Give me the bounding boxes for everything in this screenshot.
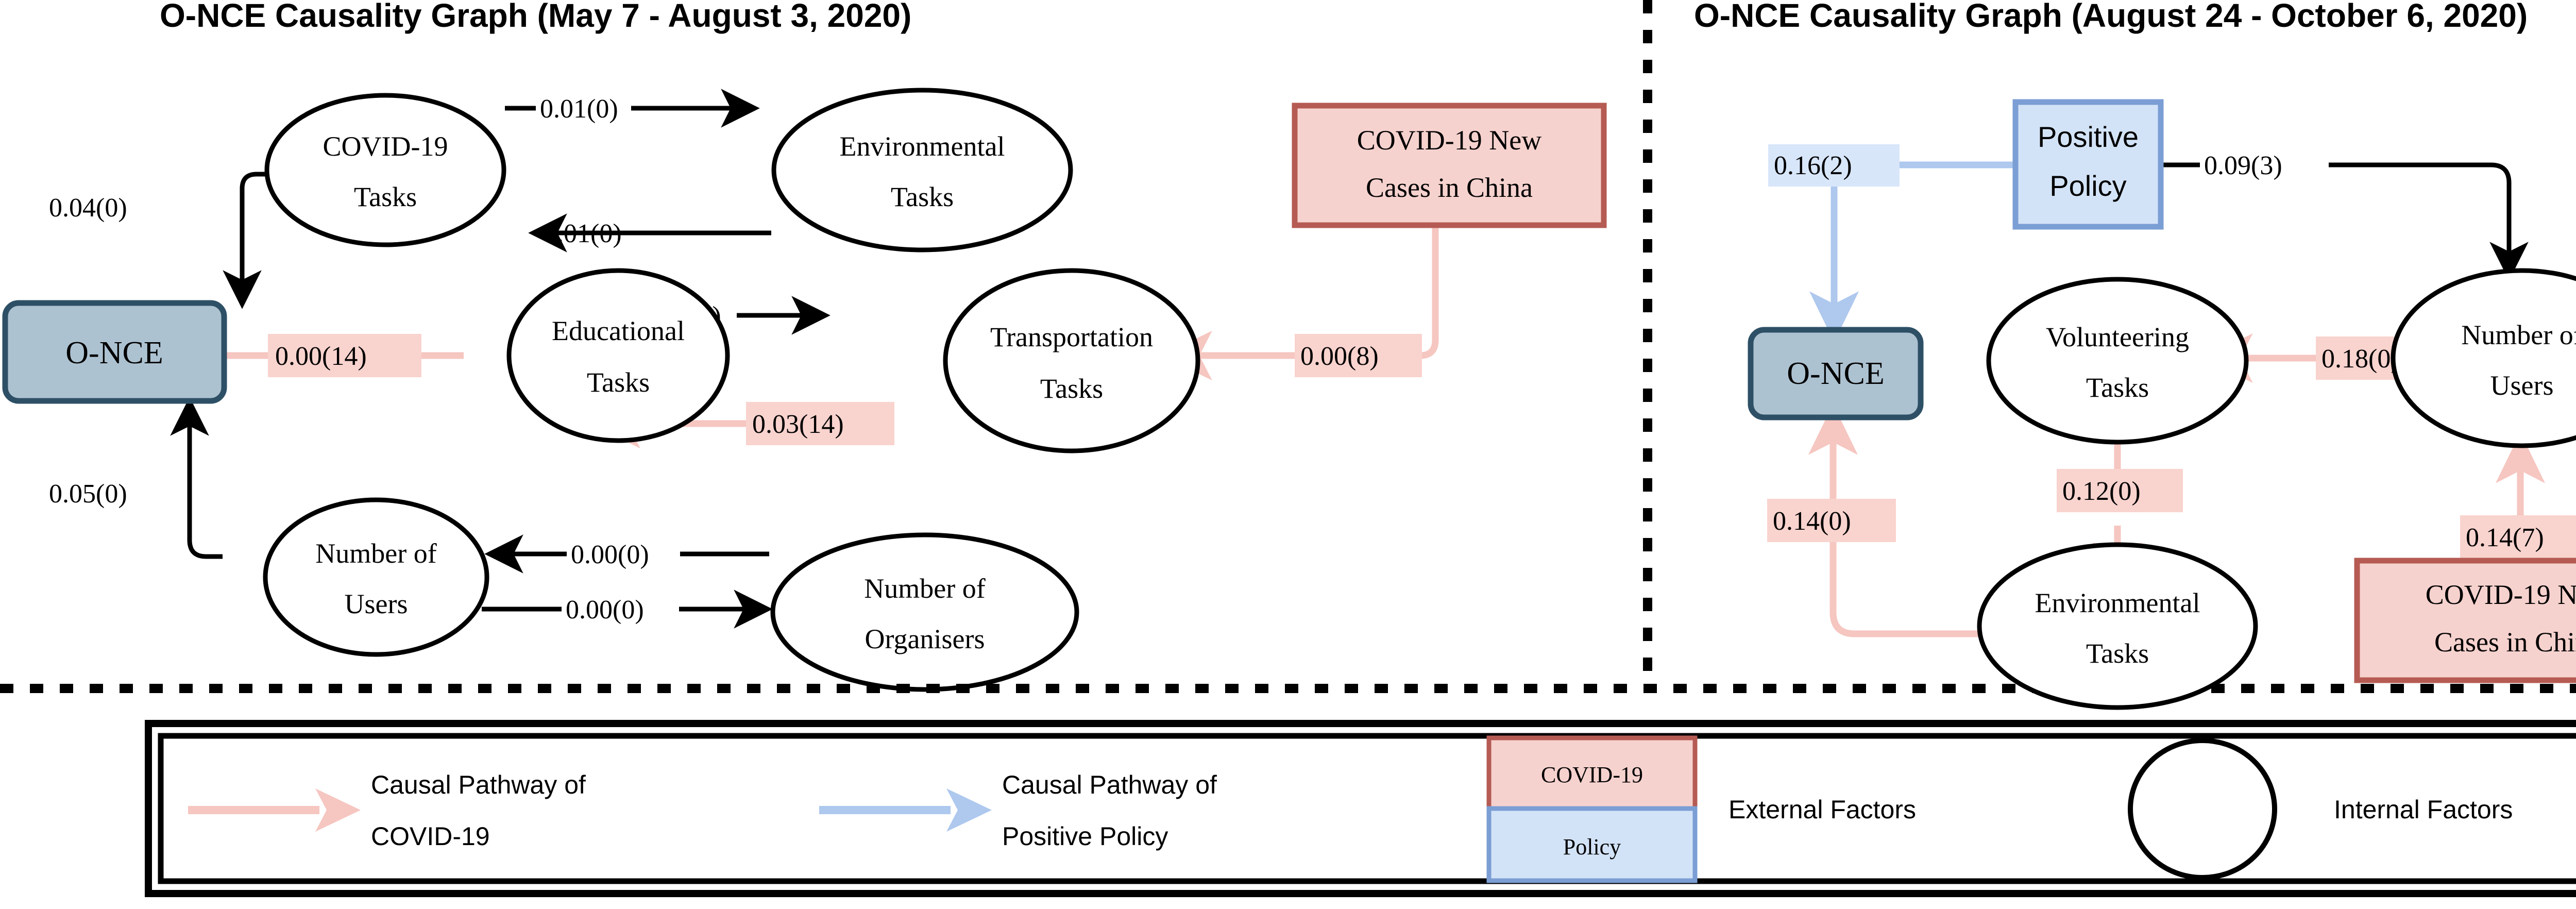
node-label-line1: COVID-19 New — [2426, 579, 2576, 610]
edge-label: 0.00(14) — [275, 342, 367, 371]
edge-label: 0.00(0) — [571, 540, 649, 569]
legend-item-internal-factors: Internal Factors — [2128, 738, 2513, 880]
edge-label-bg — [1768, 144, 1900, 187]
edge-label: 0.04(0) — [49, 193, 127, 223]
legend-label-line2: Positive Policy — [1002, 822, 1168, 851]
legend-item-causal-pathway-policy: Causal Pathway of Positive Policy — [819, 770, 1217, 851]
node-covid-tasks[interactable]: COVID-19 Tasks — [264, 93, 506, 247]
node-env-tasks[interactable]: Environmental Tasks — [771, 88, 1073, 252]
edge-pos-policy-to-num-users: 0.09(3) — [2160, 151, 2529, 281]
node-label-line2: Organisers — [865, 624, 985, 654]
node-label-line1: Transportation — [990, 322, 1153, 352]
edge-label-bg — [746, 402, 894, 445]
node-label-line1: Environmental — [2035, 587, 2200, 618]
left-panel: O-NCE Causality Graph (May 7 - August 3,… — [2, 0, 1607, 692]
legend-item-causal-pathway-covid: Causal Pathway of COVID-19 — [188, 770, 586, 851]
node-label-line2: Policy — [2049, 170, 2126, 202]
node-label-line2: Tasks — [2086, 372, 2149, 403]
swatch-label-policy: Policy — [1563, 834, 1621, 860]
node-edu-tasks[interactable]: Educational Tasks — [506, 268, 730, 443]
node-label-line1: Educational — [552, 315, 685, 346]
node-trans-tasks[interactable]: Transportation Tasks — [943, 268, 1200, 453]
edge-label: 0.03(14) — [752, 410, 844, 439]
node-once-left[interactable]: O-NCE — [2, 300, 227, 404]
node-label-line2: Tasks — [587, 367, 650, 398]
edge-covid-tasks-to-env-tasks: 0.01(0) — [505, 89, 760, 128]
edge-label-bg — [2057, 469, 2183, 512]
node-label-line2: Cases in China — [1366, 172, 1533, 203]
node-label-line1: COVID-19 — [323, 131, 448, 162]
node-label-line2: Cases in China — [2434, 627, 2576, 658]
edge-num-users-to-once: 0.05(0) — [49, 397, 223, 559]
node-vol-tasks[interactable]: Volunteering Tasks — [1986, 277, 2249, 445]
legend-label-external-factors: External Factors — [1728, 795, 1916, 824]
pink-arrow-icon — [188, 788, 361, 832]
legend-label-line2: COVID-19 — [371, 822, 490, 851]
node-covid-cases-left[interactable]: COVID-19 New Cases in China — [1292, 103, 1607, 228]
node-label-line1: Number of — [2461, 319, 2576, 350]
edge-trans-tasks-to-edu-tasks: 0.03(14) — [589, 398, 894, 449]
node-label-line2: Tasks — [2086, 638, 2149, 669]
edge-env-tasks-to-covid-tasks: 0.01(0) — [528, 213, 771, 252]
ellipse-icon — [2128, 738, 2277, 880]
legend-label-line1: Causal Pathway of — [1002, 770, 1217, 799]
right-panel: O-NCE Causality Graph (August 24 - Octob… — [1694, 0, 2576, 710]
edge-env-tasks-to-once: 0.14(0) — [1767, 403, 1981, 637]
node-label-line1: Number of — [315, 538, 436, 569]
node-label-line2: Tasks — [354, 181, 417, 212]
node-label-line1: Volunteering — [2046, 322, 2189, 352]
edge-num-users-to-num-organisers: 0.00(0) — [482, 590, 773, 629]
edge-label: 0.14(7) — [2466, 523, 2544, 552]
edge-label-bg — [1295, 334, 1422, 377]
node-label-line1: Positive — [2038, 121, 2139, 153]
edge-label-bg — [268, 334, 421, 377]
edge-covid-cases-to-num-users: 0.14(7) — [2460, 432, 2576, 621]
node-env-tasks-right[interactable]: Environmental Tasks — [1977, 542, 2258, 710]
legend: Causal Pathway of COVID-19 Causal Pathwa… — [145, 720, 2576, 897]
node-label-line2: Users — [345, 588, 408, 619]
blue-arrow-icon — [819, 788, 992, 832]
edge-label: 0.09(3) — [2204, 151, 2282, 180]
node-label-line1: Environmental — [840, 131, 1005, 162]
left-panel-title: O-NCE Causality Graph (May 7 - August 3,… — [160, 0, 911, 34]
edge-label: 0.00(0) — [566, 595, 644, 625]
edge-label: 0.00(8) — [1300, 342, 1379, 371]
edge-label: 0.14(0) — [1773, 507, 1851, 536]
node-positive-policy[interactable]: Positive Policy — [2012, 99, 2164, 230]
node-num-users-left[interactable]: Number of Users — [263, 497, 489, 657]
edge-label: 0.05(0) — [49, 479, 127, 509]
node-covid-cases-right[interactable]: COVID-19 New Cases in China — [2354, 558, 2576, 683]
node-num-organisers[interactable]: Number of Organisers — [770, 532, 1079, 692]
edge-label: 0.01(0) — [544, 219, 622, 248]
node-label-line2: Tasks — [891, 181, 954, 212]
edge-label: 0.12(0) — [2062, 477, 2141, 506]
node-label-line1: Number of — [864, 573, 985, 604]
node-num-users-right[interactable]: Number of Users — [2391, 268, 2576, 448]
edge-num-organisers-to-num-users: 0.00(0) — [484, 534, 769, 574]
legend-label-line1: Causal Pathway of — [371, 770, 586, 799]
edge-label-bg — [1767, 499, 1896, 542]
swatch-label-covid: COVID-19 — [1541, 762, 1643, 787]
edge-label-bg — [2460, 515, 2576, 559]
right-panel-title: O-NCE Causality Graph (August 24 - Octob… — [1694, 0, 2528, 34]
edge-covid-tasks-to-once: 0.04(0) — [49, 172, 396, 309]
edge-label: 0.01(0) — [540, 94, 618, 124]
node-label-line2: Tasks — [1040, 373, 1103, 404]
node-label: O-NCE — [65, 335, 163, 371]
covid-policy-swatch-icon: COVID-19 Policy — [1486, 735, 1698, 883]
node-label-line1: COVID-19 New — [1357, 125, 1541, 156]
edge-vol-tasks-to-env-tasks: 0.12(0) — [2057, 441, 2183, 594]
edge-label: 0.18(0) — [2321, 344, 2400, 374]
legend-item-external-factors: COVID-19 Policy External Factors — [1486, 735, 1916, 883]
node-once-right[interactable]: O-NCE — [1748, 327, 1924, 420]
node-label: O-NCE — [1787, 356, 1884, 391]
edge-pos-policy-to-once: 0.16(2) — [1768, 144, 2015, 343]
edge-label: 0.16(2) — [1774, 151, 1852, 180]
edge-covid-cases-to-trans-tasks: 0.00(8) — [1161, 225, 1439, 381]
legend-label-internal-factors: Internal Factors — [2334, 795, 2513, 824]
node-label-line2: Users — [2490, 370, 2554, 401]
